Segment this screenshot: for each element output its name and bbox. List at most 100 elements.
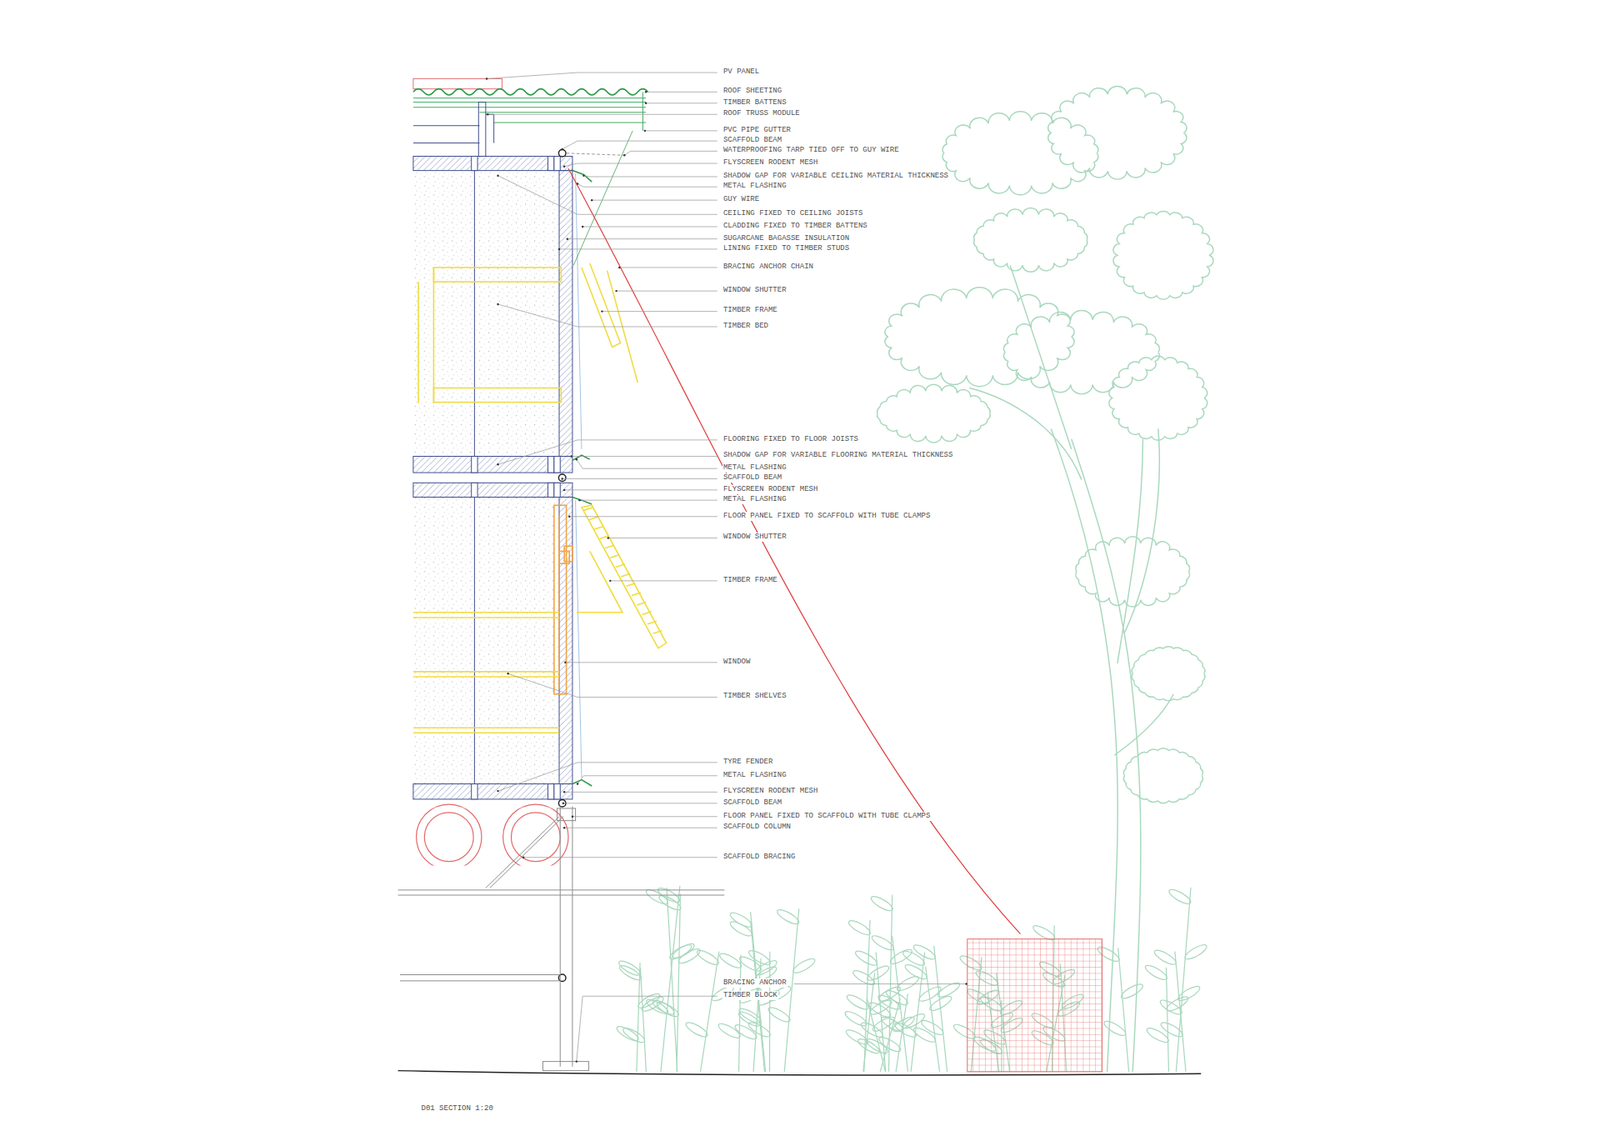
leader-dot <box>562 802 565 805</box>
part-label: WINDOW SHUTTER <box>722 532 788 542</box>
leader-line <box>601 310 717 312</box>
part-label: FLOOR PANEL FIXED TO SCAFFOLD WITH TUBE … <box>722 811 931 821</box>
part-label: FLYSCREEN RODENT MESH <box>722 786 819 796</box>
leader-dot <box>507 672 510 675</box>
leader-dot <box>496 790 499 792</box>
part-label: WINDOW <box>722 657 751 667</box>
leader-line <box>563 802 718 804</box>
part-label: TIMBER FRAME <box>722 305 779 315</box>
leader-dot <box>570 455 572 457</box>
leader-dot <box>522 855 525 858</box>
leader-dot <box>575 458 578 460</box>
leader-line <box>565 661 717 663</box>
leader-line <box>498 175 718 215</box>
leader-line <box>576 995 718 1061</box>
leader-dot <box>578 499 580 501</box>
leader-dot <box>576 782 579 785</box>
part-label: FLYSCREEN RODENT MESH <box>722 158 819 168</box>
leader-dot <box>645 102 647 105</box>
part-label: WATERPROOFING TARP TIED OFF TO GUY WIRE <box>722 145 900 155</box>
part-label: ROOF TRUSS MODULE <box>722 109 801 119</box>
leader-line <box>498 304 718 327</box>
part-label: BRACING ANCHOR CHAIN <box>722 262 815 272</box>
leader-dot <box>582 175 585 177</box>
leader-line <box>580 500 718 501</box>
leader-dot <box>560 148 563 150</box>
part-label: ROOF SHEETING <box>722 86 783 96</box>
part-label: CEILING FIXED TO CEILING JOISTS <box>722 209 864 219</box>
part-label: METAL FLASHING <box>722 495 788 505</box>
part-label: SHADOW GAP FOR VARIABLE CEILING MATERIAL… <box>722 171 950 181</box>
part-label: TIMBER BLOCK <box>722 990 779 1000</box>
leader-line <box>562 478 718 480</box>
leader-line <box>523 856 718 858</box>
leader-dot <box>575 1060 578 1062</box>
leader-dot <box>496 303 499 305</box>
leader-line <box>608 537 718 539</box>
leader-dot <box>558 248 560 250</box>
part-label: SCAFFOLD BEAM <box>722 473 783 483</box>
part-label: TIMBER SHELVES <box>722 691 788 701</box>
part-label: FLOORING FIXED TO FLOOR JOISTS <box>722 435 860 445</box>
leader-dot <box>644 130 646 132</box>
leader-line <box>498 440 718 465</box>
part-label: SUGARCANE BAGASSE INSULATION <box>722 234 850 244</box>
leader-dot <box>571 815 574 818</box>
leader-line <box>582 225 718 227</box>
leader-dot <box>618 266 620 269</box>
part-label: PV PANEL <box>722 67 760 77</box>
leader-line <box>645 102 718 104</box>
leader-dot <box>645 90 647 93</box>
leader-line <box>498 762 718 791</box>
leader-line <box>508 673 718 697</box>
leader-line <box>583 175 717 177</box>
leader-line <box>564 489 718 490</box>
leader-line <box>610 580 718 581</box>
leader-line <box>619 266 718 268</box>
part-label: METAL FLASHING <box>722 463 788 473</box>
leader-dot <box>566 237 569 240</box>
part-label: PVC PIPE GUTTER <box>722 125 792 135</box>
leader-line <box>487 114 718 115</box>
part-label: CLADDING FIXED TO TIMBER BATTENS <box>722 221 869 231</box>
leader-dot <box>564 661 566 664</box>
leader-dot <box>563 790 565 793</box>
part-label: SCAFFOLD COLUMN <box>722 822 792 832</box>
part-label: BRACING ANCHOR <box>722 978 788 988</box>
leader-line <box>559 248 718 250</box>
leader-line <box>562 140 718 150</box>
leader-dot <box>563 165 565 168</box>
leader-line <box>572 815 718 817</box>
leader-dot <box>576 182 579 185</box>
part-label: SCAFFOLD BRACING <box>722 852 796 862</box>
leader-line <box>571 455 718 457</box>
leader-line <box>624 150 717 155</box>
part-label: METAL FLASHING <box>722 181 788 191</box>
part-label: TIMBER BED <box>722 321 770 331</box>
part-label: TYRE FENDER <box>722 757 774 767</box>
leader-dot <box>600 310 603 312</box>
leader-line <box>577 775 718 785</box>
leader-line <box>567 238 718 240</box>
leader-line <box>564 791 718 793</box>
drawing-caption: D01 SECTION 1:20 <box>420 1104 494 1114</box>
part-label: METAL FLASHING <box>722 770 788 780</box>
leader-dot <box>590 199 593 201</box>
leader-line <box>645 130 718 131</box>
leader-dot <box>568 515 570 518</box>
leader-line <box>577 184 718 188</box>
leader-dot <box>965 982 967 985</box>
leader-line <box>564 827 718 829</box>
part-label: GUY WIRE <box>722 195 760 205</box>
part-label: WINDOW SHUTTER <box>722 285 788 295</box>
leader-dot <box>607 536 610 539</box>
leader-line <box>576 459 718 469</box>
part-label: TIMBER BATTENS <box>722 98 788 108</box>
leader-line <box>616 290 718 292</box>
part-label: LINING FIXED TO TIMBER STUDS <box>722 244 850 254</box>
part-label: SCAFFOLD BEAM <box>722 135 783 145</box>
leader-line <box>569 515 718 517</box>
leader-dot <box>486 113 489 115</box>
leader-dot <box>496 463 499 465</box>
